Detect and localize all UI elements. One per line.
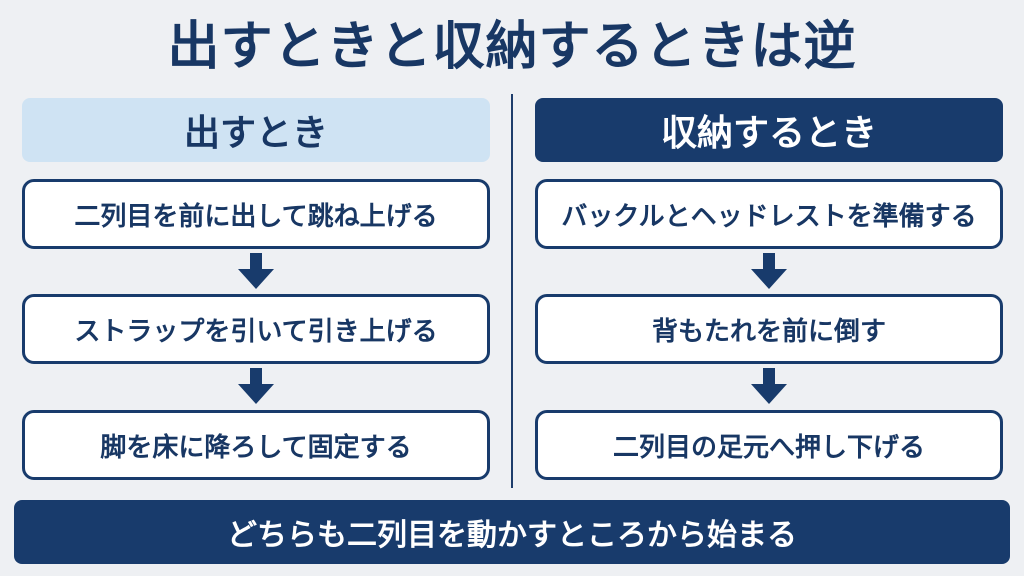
down-arrow-icon <box>751 253 787 289</box>
left-step-3: 脚を床に降ろして固定する <box>22 410 490 480</box>
down-arrow-icon <box>238 368 274 404</box>
down-arrow-icon <box>751 368 787 404</box>
down-arrow-icon <box>238 253 274 289</box>
right-column-header: 収納するとき <box>535 98 1003 162</box>
column-divider <box>511 94 513 488</box>
left-step-2: ストラップを引いて引き上げる <box>22 294 490 364</box>
right-step-2: 背もたれを前に倒す <box>535 294 1003 364</box>
left-step-1: 二列目を前に出して跳ね上げる <box>22 179 490 249</box>
right-step-1: バックルとヘッドレストを準備する <box>535 179 1003 249</box>
summary-banner: どちらも二列目を動かすところから始まる <box>14 500 1010 564</box>
right-step-3: 二列目の足元へ押し下げる <box>535 410 1003 480</box>
left-column-header: 出すとき <box>22 98 490 162</box>
page-title: 出すときと収納するときは逆 <box>167 17 857 77</box>
